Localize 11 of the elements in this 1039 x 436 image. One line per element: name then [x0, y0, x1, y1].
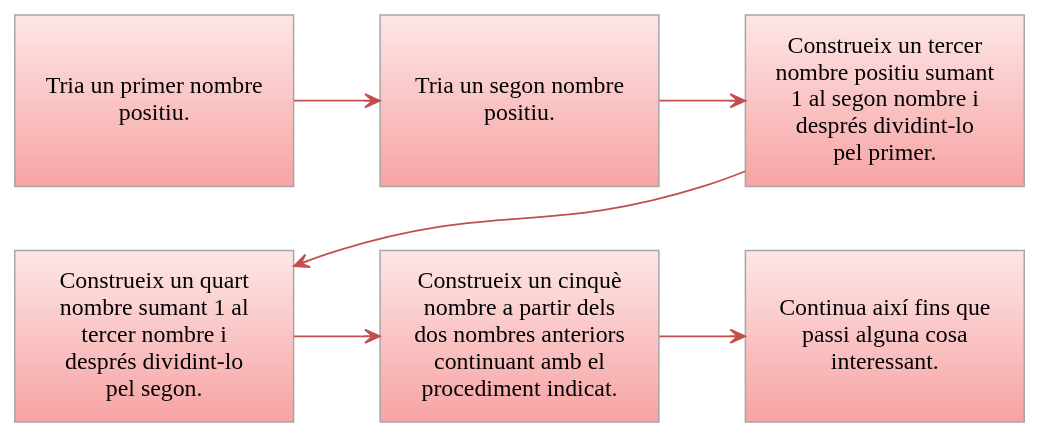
node-box: Tria un primer nombre positiu. — [14, 13, 295, 187]
node-box: Construeix un tercer nombre positiu sumant 1 al segon nombre i després dividint-lo pel primer. — [744, 13, 1025, 187]
arrow — [293, 169, 747, 268]
arrow — [293, 328, 381, 344]
arrow — [658, 328, 747, 344]
arrow — [658, 92, 747, 108]
node-box: Tria un segon nombre positiu. — [379, 13, 660, 187]
node-box: Construeix un cinquè nombre a partir dels dos nombres anteriors continuant amb el procediment indicat. — [379, 249, 660, 423]
node-box: Continua així fins que passi alguna cosa interessant. — [744, 249, 1025, 423]
node-box: Construeix un quart nombre sumant 1 al tercer nombre i després dividint-lo pel segon. — [14, 249, 295, 423]
arrow — [293, 92, 381, 108]
